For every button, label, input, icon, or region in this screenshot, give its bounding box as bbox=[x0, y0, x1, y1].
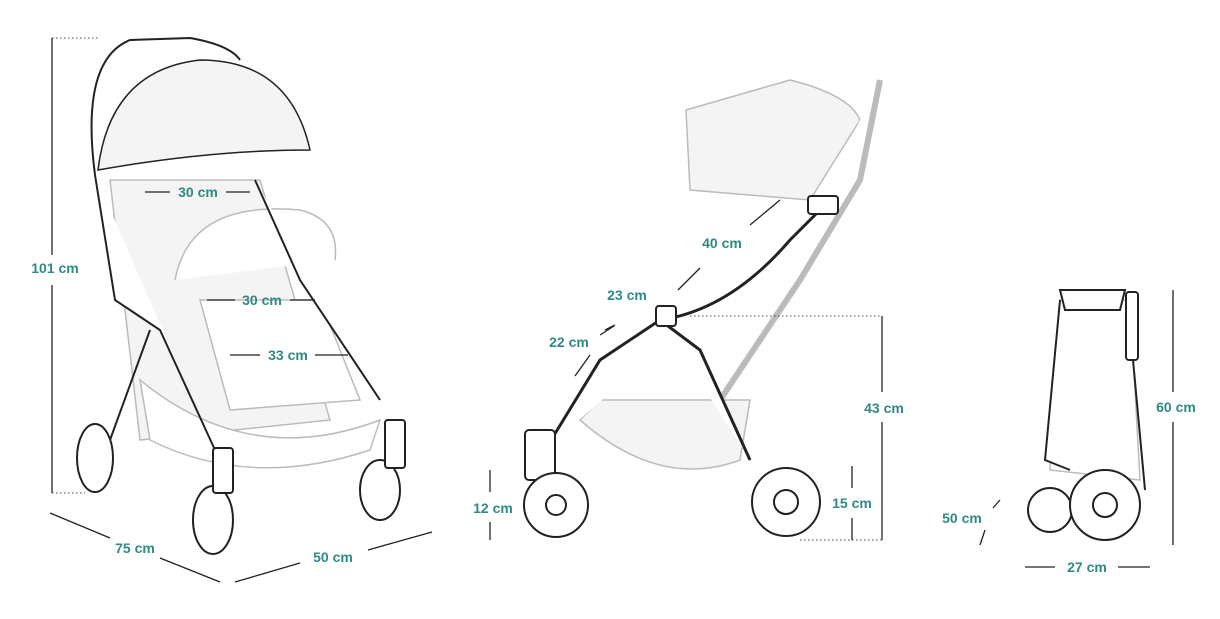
backrest-length-label: 40 cm bbox=[702, 235, 742, 251]
seat-depth-label: 23 cm bbox=[607, 287, 647, 303]
rear-wheel-label: 15 cm bbox=[832, 495, 872, 511]
folded-height-label: 60 cm bbox=[1156, 399, 1196, 415]
leg-rest-length-label: 22 cm bbox=[549, 334, 589, 350]
canopy-width-label: 30 cm bbox=[178, 184, 218, 200]
length-label: 75 cm bbox=[115, 540, 155, 556]
dimension-lines bbox=[49, 37, 1174, 583]
stroller-front-view bbox=[76, 36, 406, 555]
folded-depth-label: 50 cm bbox=[942, 510, 982, 526]
stroller-folded-view bbox=[1027, 289, 1146, 541]
height-label: 101 cm bbox=[31, 260, 78, 276]
footrest-width-label: 33 cm bbox=[268, 347, 308, 363]
stroller-side-view bbox=[523, 79, 883, 538]
width-label: 50 cm bbox=[313, 549, 353, 565]
seat-width-label: 30 cm bbox=[242, 292, 282, 308]
seat-height-label: 43 cm bbox=[864, 400, 904, 416]
folded-width-label: 27 cm bbox=[1067, 559, 1107, 575]
front-wheel-label: 12 cm bbox=[473, 500, 513, 516]
